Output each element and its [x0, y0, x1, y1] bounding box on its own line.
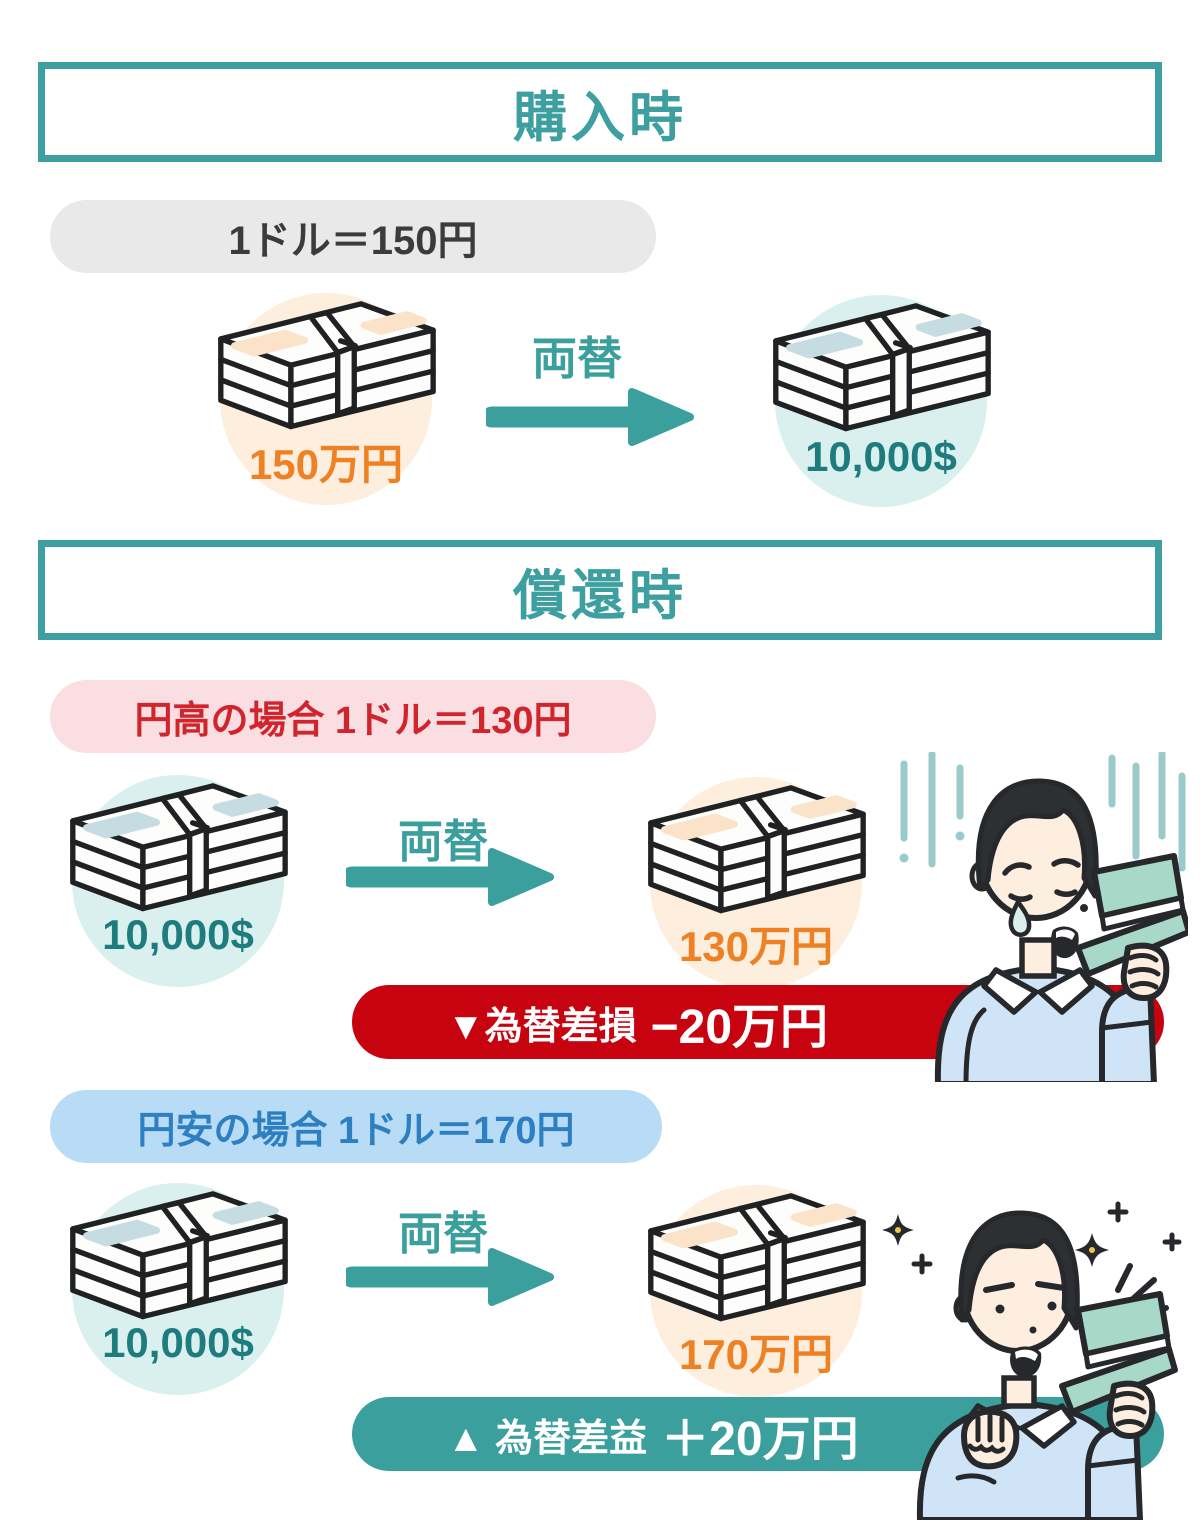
- gain-amount: ＋20万円: [661, 1413, 859, 1466]
- money-stack-yen-icon: [643, 782, 869, 932]
- exchange-arrow-icon: [346, 848, 558, 906]
- sad-man-illustration: [899, 752, 1188, 1082]
- purchase-rate-pill: 1ドル＝150円: [50, 200, 656, 273]
- money-stack-yen-icon: [213, 298, 439, 448]
- exchange-arrow-icon: [486, 388, 698, 446]
- bankbook-icon: [1059, 1291, 1178, 1415]
- yen-high-exchange-label: 両替: [397, 816, 488, 867]
- money-stack-yen-icon: [643, 1190, 869, 1340]
- purchase-rate-label: 1ドル＝150円: [228, 218, 478, 263]
- yen-high-to-amount: 130万円: [678, 923, 834, 970]
- money-stack-usd-icon: [768, 300, 994, 450]
- purchase-section-header: 購入時: [38, 62, 1162, 162]
- yen-high-rate-label: 円高の場合 1ドル＝130円: [134, 700, 572, 742]
- bankbook-icon: [1075, 853, 1188, 977]
- purchase-from-amount: 150万円: [248, 441, 404, 488]
- money-stack-usd-icon: [65, 780, 291, 930]
- yen-low-rate-pill: 円安の場合 1ドル＝170円: [50, 1090, 662, 1163]
- rain-lines-icon: [900, 752, 1186, 872]
- yen-low-exchange-label: 両替: [397, 1208, 488, 1259]
- tear-icon: [1008, 897, 1032, 937]
- plus-sparkle-icon: [911, 1201, 1182, 1275]
- loss-amount: −20万円: [650, 1001, 829, 1054]
- sad-eyes-icon: [1002, 858, 1081, 902]
- redemption-title: 償還時: [513, 565, 687, 626]
- gain-label: ▲ 為替差益: [447, 1417, 648, 1460]
- redemption-section-header: 償還時: [38, 540, 1162, 640]
- yen-high-rate-pill: 円高の場合 1ドル＝130円: [50, 680, 656, 753]
- happy-man-illustration: [882, 1201, 1182, 1520]
- yen-low-to-amount: 170万円: [678, 1331, 834, 1378]
- purchase-title: 購入時: [513, 87, 687, 148]
- purchase-exchange-label: 両替: [531, 333, 622, 384]
- yen-low-from-amount: 10,000$: [102, 1319, 254, 1366]
- money-stack-usd-icon: [65, 1188, 291, 1338]
- yen-high-from-amount: 10,000$: [102, 911, 254, 958]
- yen-low-rate-label: 円安の場合 1ドル＝170円: [137, 1110, 575, 1152]
- exchange-arrow-icon: [346, 1248, 558, 1306]
- loss-label: ▼為替差損: [447, 1005, 637, 1048]
- purchase-to-amount: 10,000$: [805, 433, 957, 480]
